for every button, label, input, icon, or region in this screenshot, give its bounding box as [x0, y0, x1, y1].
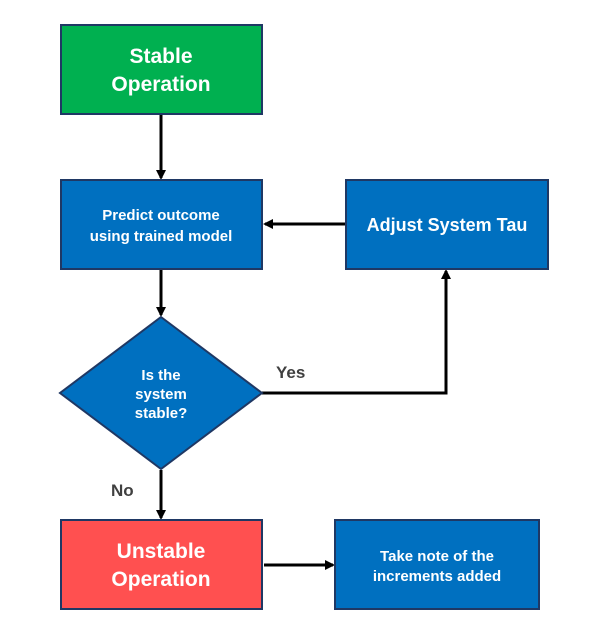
note-line1: Take note of the — [380, 548, 494, 565]
stable-operation-box — [60, 24, 263, 115]
note-line2: increments added — [373, 568, 501, 585]
adjust-node: Adjust System Tau — [345, 179, 549, 270]
unstable-operation-node: Unstable Operation — [60, 519, 263, 610]
stable-operation-line1: Stable — [129, 45, 192, 68]
unstable-operation-box — [60, 519, 263, 610]
adjust-box — [345, 179, 549, 270]
yes-label: Yes — [276, 363, 305, 382]
decision-node: Is the system stable? — [58, 315, 264, 471]
decision-diamond — [58, 315, 264, 471]
arrow-decision-yes-to-adjust — [262, 269, 451, 395]
decision-line3: stable? — [135, 405, 188, 422]
unstable-operation-line2: Operation — [111, 568, 210, 591]
predict-line2: using trained model — [90, 228, 233, 245]
note-box — [334, 519, 540, 610]
predict-box — [60, 179, 263, 270]
unstable-operation-line1: Unstable — [117, 540, 206, 563]
decision-line2: system — [135, 386, 187, 403]
adjust-label: Adjust System Tau — [367, 215, 528, 235]
decision-line1: Is the — [141, 367, 180, 384]
stable-operation-node: Stable Operation — [60, 24, 263, 115]
note-node: Take note of the increments added — [334, 519, 540, 610]
predict-line1: Predict outcome — [102, 207, 220, 224]
no-label: No — [111, 481, 134, 500]
predict-node: Predict outcome using trained model — [60, 179, 263, 270]
stable-operation-line2: Operation — [111, 73, 210, 96]
